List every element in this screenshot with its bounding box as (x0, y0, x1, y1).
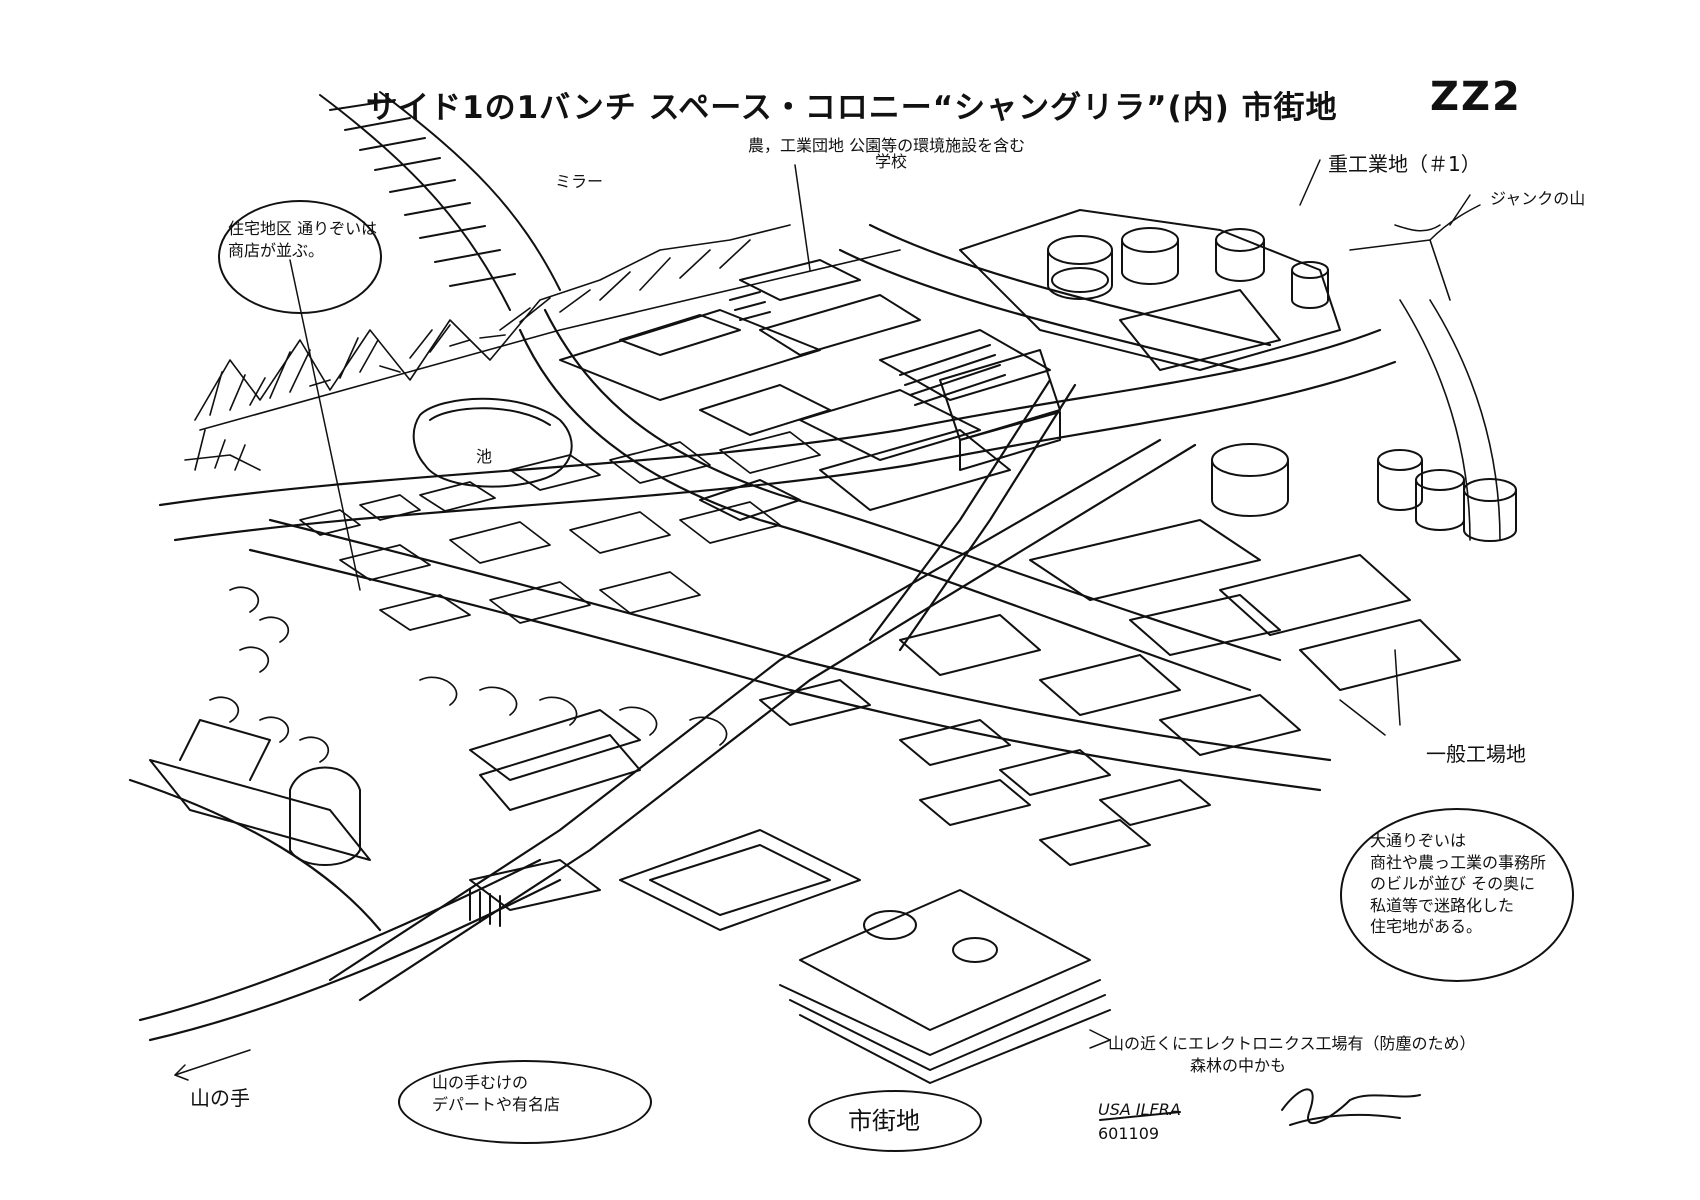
label-department-store-note: 山の手むけの デパートや有名店 (432, 1073, 561, 1114)
main-street-note-bubble (1340, 808, 1574, 982)
label-school: 学校 (875, 152, 908, 171)
label-heavy-industry: 重工業地（＃1） (1328, 152, 1481, 176)
heavy-industry-tanks (959, 209, 1517, 542)
label-electronics-note: 山の近くにエレクトロニクス工場有（防塵のため） (1108, 1034, 1476, 1053)
label-junk-mountain: ジャンクの山 (1490, 189, 1586, 208)
label-yamanote: 山の手 (190, 1086, 250, 1110)
downtown-blocks (149, 709, 1111, 1084)
label-pond: 池 (476, 447, 493, 466)
label-general-factory: 一般工場地 (1426, 742, 1526, 766)
label-downtown: 市街地 (848, 1107, 920, 1135)
hill-band (184, 224, 901, 471)
label-farm-industry: 農，工業団地 公園等の環境施設を含む (748, 136, 1026, 155)
commercial-blocks (759, 519, 1461, 866)
department-store-note-bubble (398, 1060, 652, 1144)
leader-lines (174, 159, 1481, 1081)
label-residential-note: 住宅地区 通りぞいは 商店が並ぶ。 (228, 219, 378, 260)
roads (128, 223, 1397, 1042)
mirror-strip (319, 91, 561, 311)
sketch-date: 601109 (1098, 1124, 1160, 1143)
sheet-title: サイド1の1バンチ スペース・コロニー“シャングリラ”(内) 市街地 (366, 90, 1338, 126)
farm-industry-blocks (559, 259, 1061, 521)
downtown-label-bubble (808, 1090, 982, 1152)
label-forest: 森林の中かも (1190, 1056, 1287, 1075)
residential-houses (209, 431, 821, 763)
label-main-street-note: 大通りぞいは 商社や農っ工業の事務所 のビルが並び その奥に 私道等で迷路化した… (1370, 831, 1547, 937)
label-mirror: ミラー (555, 172, 604, 191)
pond (412, 397, 573, 488)
sheet-code: ZZ2 (1430, 74, 1522, 120)
residential-note-bubble (218, 200, 382, 314)
